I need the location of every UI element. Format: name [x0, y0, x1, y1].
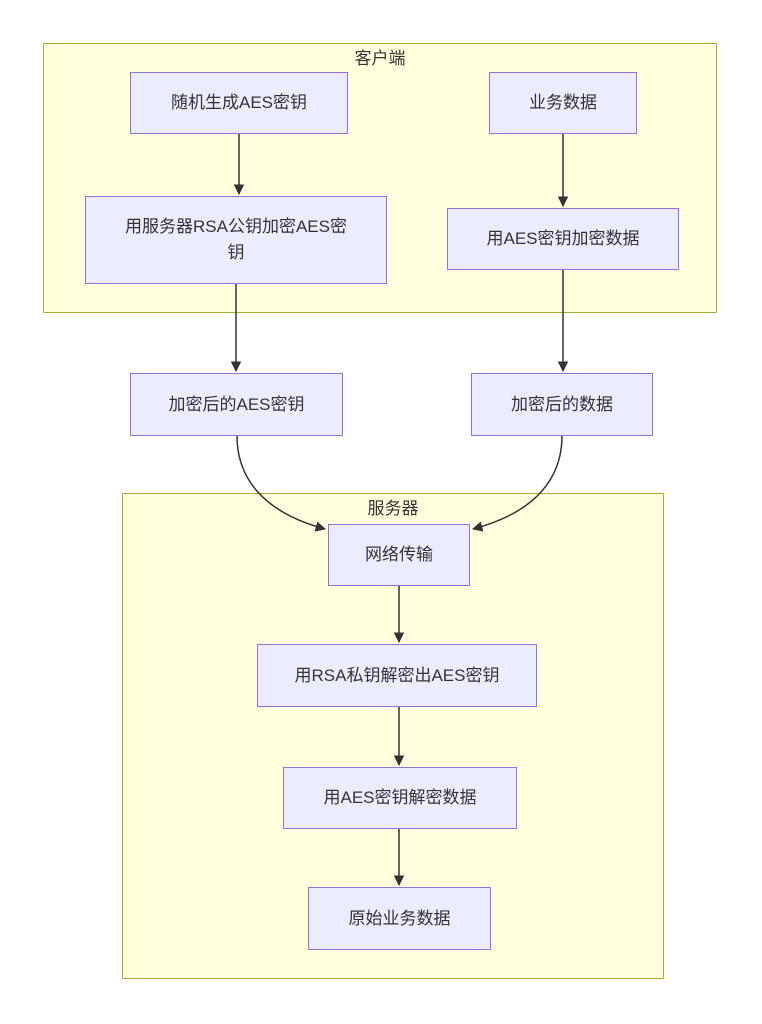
node-encrypted-aes-key: 加密后的AES密钥 — [130, 373, 343, 436]
node-rsa-decrypt-aes-key: 用RSA私钥解密出AES密钥 — [257, 644, 537, 707]
node-aes-decrypt-data: 用AES密钥解密数据 — [283, 767, 517, 829]
node-business-data: 业务数据 — [489, 72, 637, 134]
cluster-server-label: 服务器 — [367, 499, 419, 518]
node-network-transfer: 网络传输 — [328, 524, 470, 586]
node-rsa-encrypt-aes-key: 用服务器RSA公钥加密AES密 钥 — [85, 196, 387, 284]
node-original-business-data: 原始业务数据 — [308, 887, 491, 950]
node-random-aes-key: 随机生成AES密钥 — [130, 72, 348, 134]
cluster-client-label: 客户端 — [354, 49, 406, 68]
node-encrypted-data: 加密后的数据 — [471, 373, 653, 436]
node-aes-encrypt-data: 用AES密钥加密数据 — [447, 208, 679, 270]
